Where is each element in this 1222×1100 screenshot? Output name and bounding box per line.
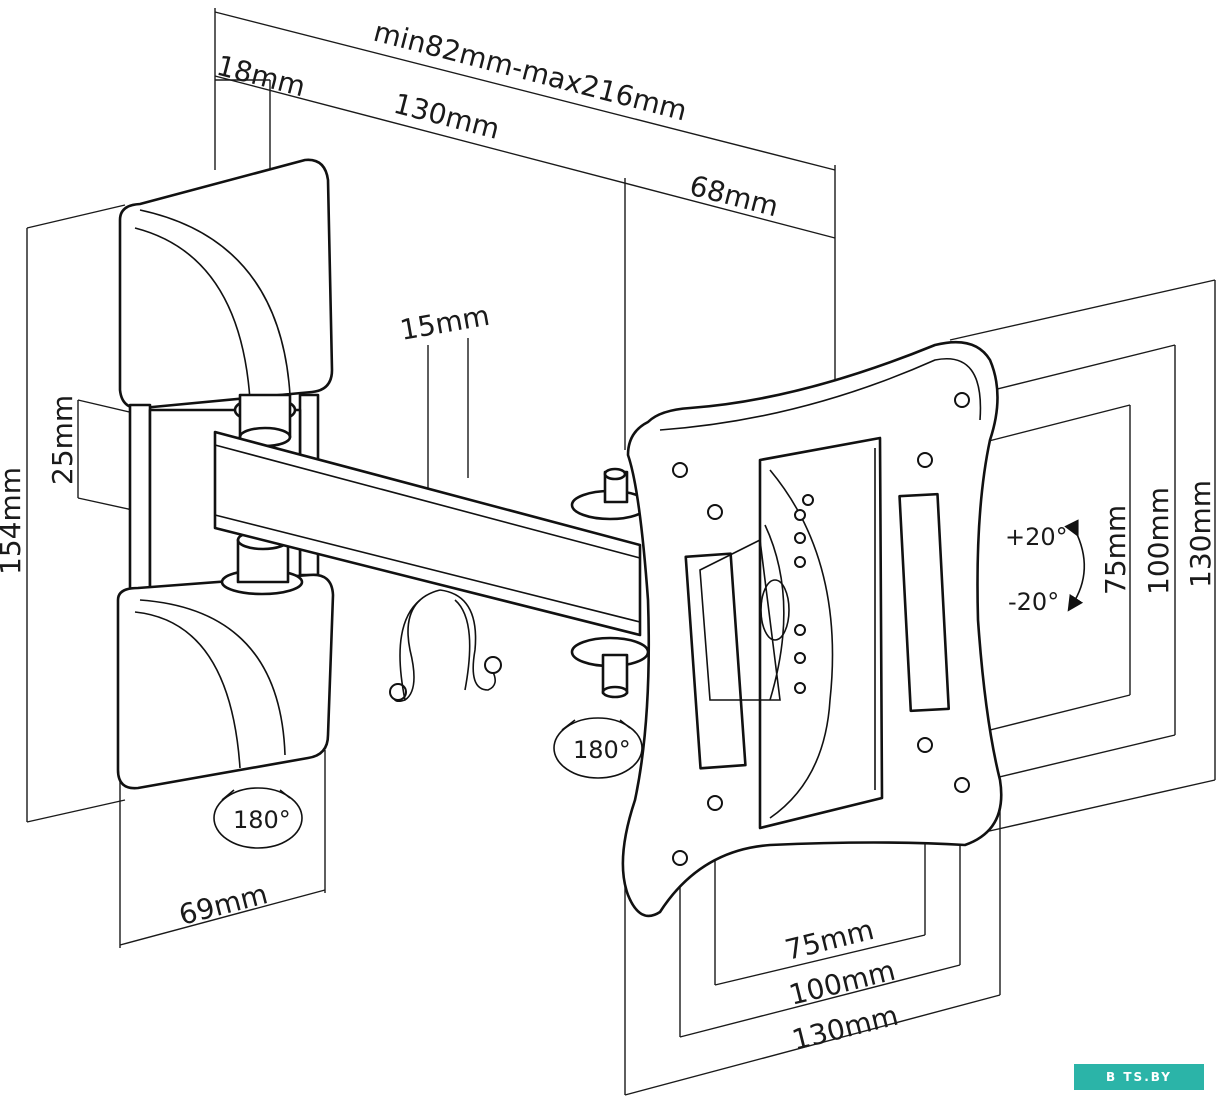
watermark-logo: B TS.BY <box>1074 1064 1204 1090</box>
swivel-wall-ellipse <box>213 787 303 849</box>
label-vesa-v-small: 75mm <box>1099 505 1132 595</box>
label-swivel-head: 180° <box>573 736 631 764</box>
label-wall-plate-depth: 18mm <box>213 49 309 104</box>
wall-plate <box>116 158 335 790</box>
label-wall-plate-width: 69mm <box>175 877 271 932</box>
label-arm-width: 15mm <box>397 299 492 347</box>
label-tilt-up: +20° <box>1005 523 1068 551</box>
label-vesa-v-mid: 100mm <box>1142 487 1175 595</box>
label-plate-offset: 68mm <box>686 169 782 224</box>
dimension-lines <box>26 8 1216 1096</box>
label-tilt-down: -20° <box>1008 588 1059 616</box>
swivel-head-ellipse <box>553 717 643 779</box>
vesa-plate <box>621 340 1003 918</box>
head-pivot <box>570 467 650 699</box>
tilt-arrow <box>1064 519 1086 612</box>
label-swivel-wall: 180° <box>233 806 291 834</box>
motion-labels: +20° -20° 180° 180° <box>233 523 1068 834</box>
label-arm-height: 25mm <box>46 395 79 485</box>
label-vesa-h-small: 75mm <box>782 913 877 967</box>
label-wall-plate-height: 154mm <box>0 467 27 575</box>
arm <box>213 430 642 703</box>
label-vesa-v-large: 130mm <box>1184 480 1217 588</box>
